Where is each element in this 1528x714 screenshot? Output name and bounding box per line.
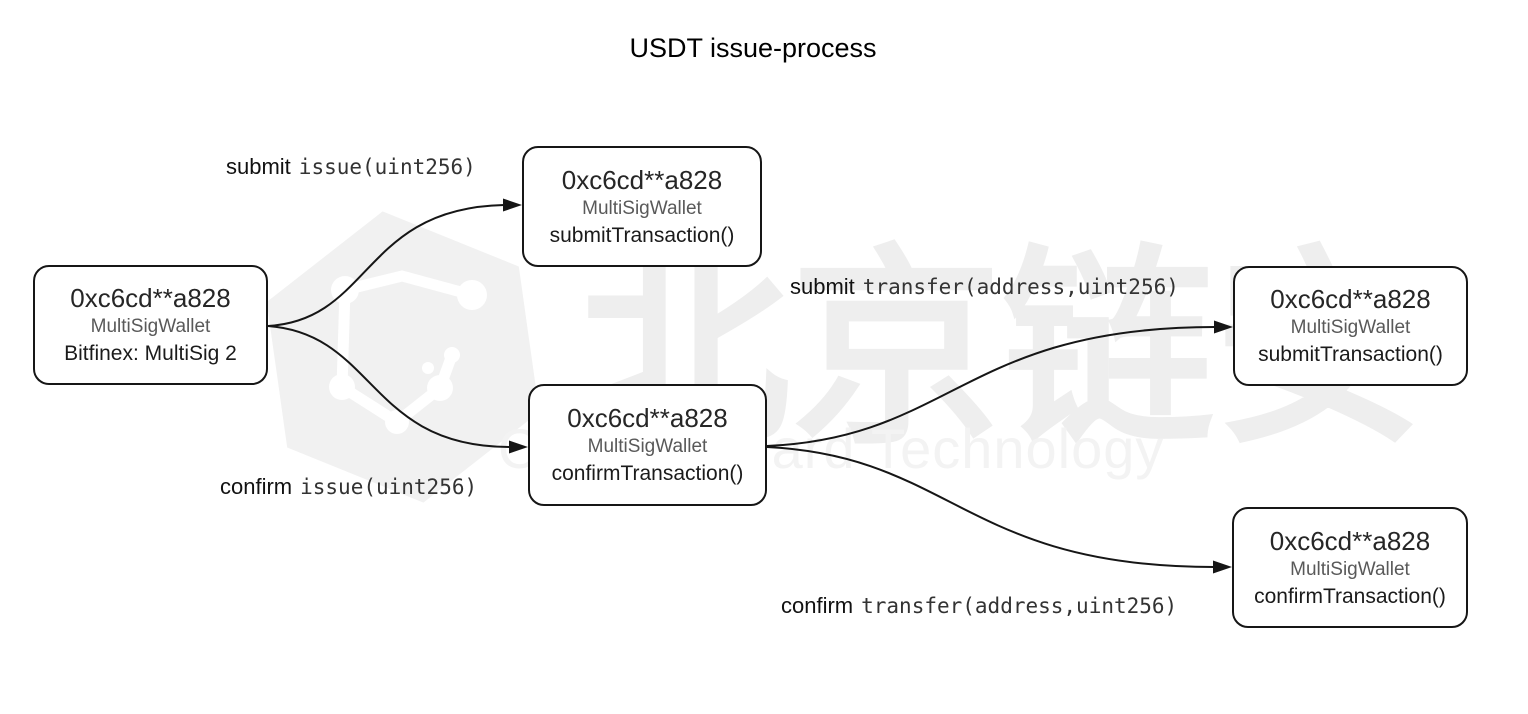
edge-call: issue(uint256) [300,475,478,499]
edge-wallet-to-submit-issue [267,204,505,327]
edge-wallet-to-confirm-issue [267,325,511,448]
node-address: 0xc6cd**a828 [1269,525,1431,556]
edge-confirm-issue-to-confirm-transfer [766,446,1215,568]
arrowhead-submit-issue-icon [503,198,522,212]
arrowhead-confirm-issue-icon [509,440,528,454]
edge-call: transfer(address,uint256) [862,275,1179,299]
edge-action: confirm [781,593,854,618]
hexagon-network-logo-nodes [329,276,487,434]
node-address: 0xc6cd**a828 [561,164,723,195]
edge-call: transfer(address,uint256) [861,594,1178,618]
edge-action: confirm [220,474,293,499]
node-contract: MultiSigWallet [582,197,702,219]
node-confirm-issue-transaction: 0xc6cd**a828 MultiSigWallet confirmTrans… [528,384,767,506]
edge-label-confirm-transfer: confirm transfer(address,uint256) [781,593,1177,619]
node-confirm-transfer-transaction: 0xc6cd**a828 MultiSigWallet confirmTrans… [1232,507,1468,628]
arrowhead-confirm-transfer-icon [1213,560,1232,574]
node-contract: MultiSigWallet [1290,317,1411,338]
node-submit-transfer-transaction: 0xc6cd**a828 MultiSigWallet submitTransa… [1233,266,1468,386]
node-bitfinex-multisig-wallet: 0xc6cd**a828 MultiSigWallet Bitfinex: Mu… [33,265,268,385]
edge-call: issue(uint256) [298,155,476,179]
edge-label-confirm-issue: confirm issue(uint256) [220,474,477,500]
node-detail: submitTransaction() [549,223,735,247]
watermark-cjk-char: 京 [790,231,1002,468]
edge-label-submit-transfer: submit transfer(address,uint256) [790,274,1179,300]
node-detail: confirmTransaction() [1254,584,1446,608]
node-contract: MultiSigWallet [587,436,708,457]
node-address: 0xc6cd**a828 [70,283,231,313]
node-detail: submitTransaction() [1258,343,1443,366]
edge-confirm-issue-to-submit-transfer [766,326,1216,447]
arrowhead-submit-transfer-icon [1214,320,1233,334]
node-detail: Bitfinex: MultiSig 2 [64,342,237,365]
edge-label-submit-issue: submit issue(uint256) [226,154,476,180]
node-address: 0xc6cd**a828 [1270,284,1431,314]
node-address: 0xc6cd**a828 [567,403,728,433]
node-detail: confirmTransaction() [551,462,744,485]
edge-action: submit [226,154,291,179]
node-contract: MultiSigWallet [1290,558,1410,580]
page-title: USDT issue-process [629,33,877,63]
edge-action: submit [790,274,855,299]
node-submit-issue-transaction: 0xc6cd**a828 MultiSigWallet submitTransa… [522,146,762,267]
watermark-cjk-char: 链 [1002,231,1214,468]
node-contract: MultiSigWallet [90,316,211,337]
